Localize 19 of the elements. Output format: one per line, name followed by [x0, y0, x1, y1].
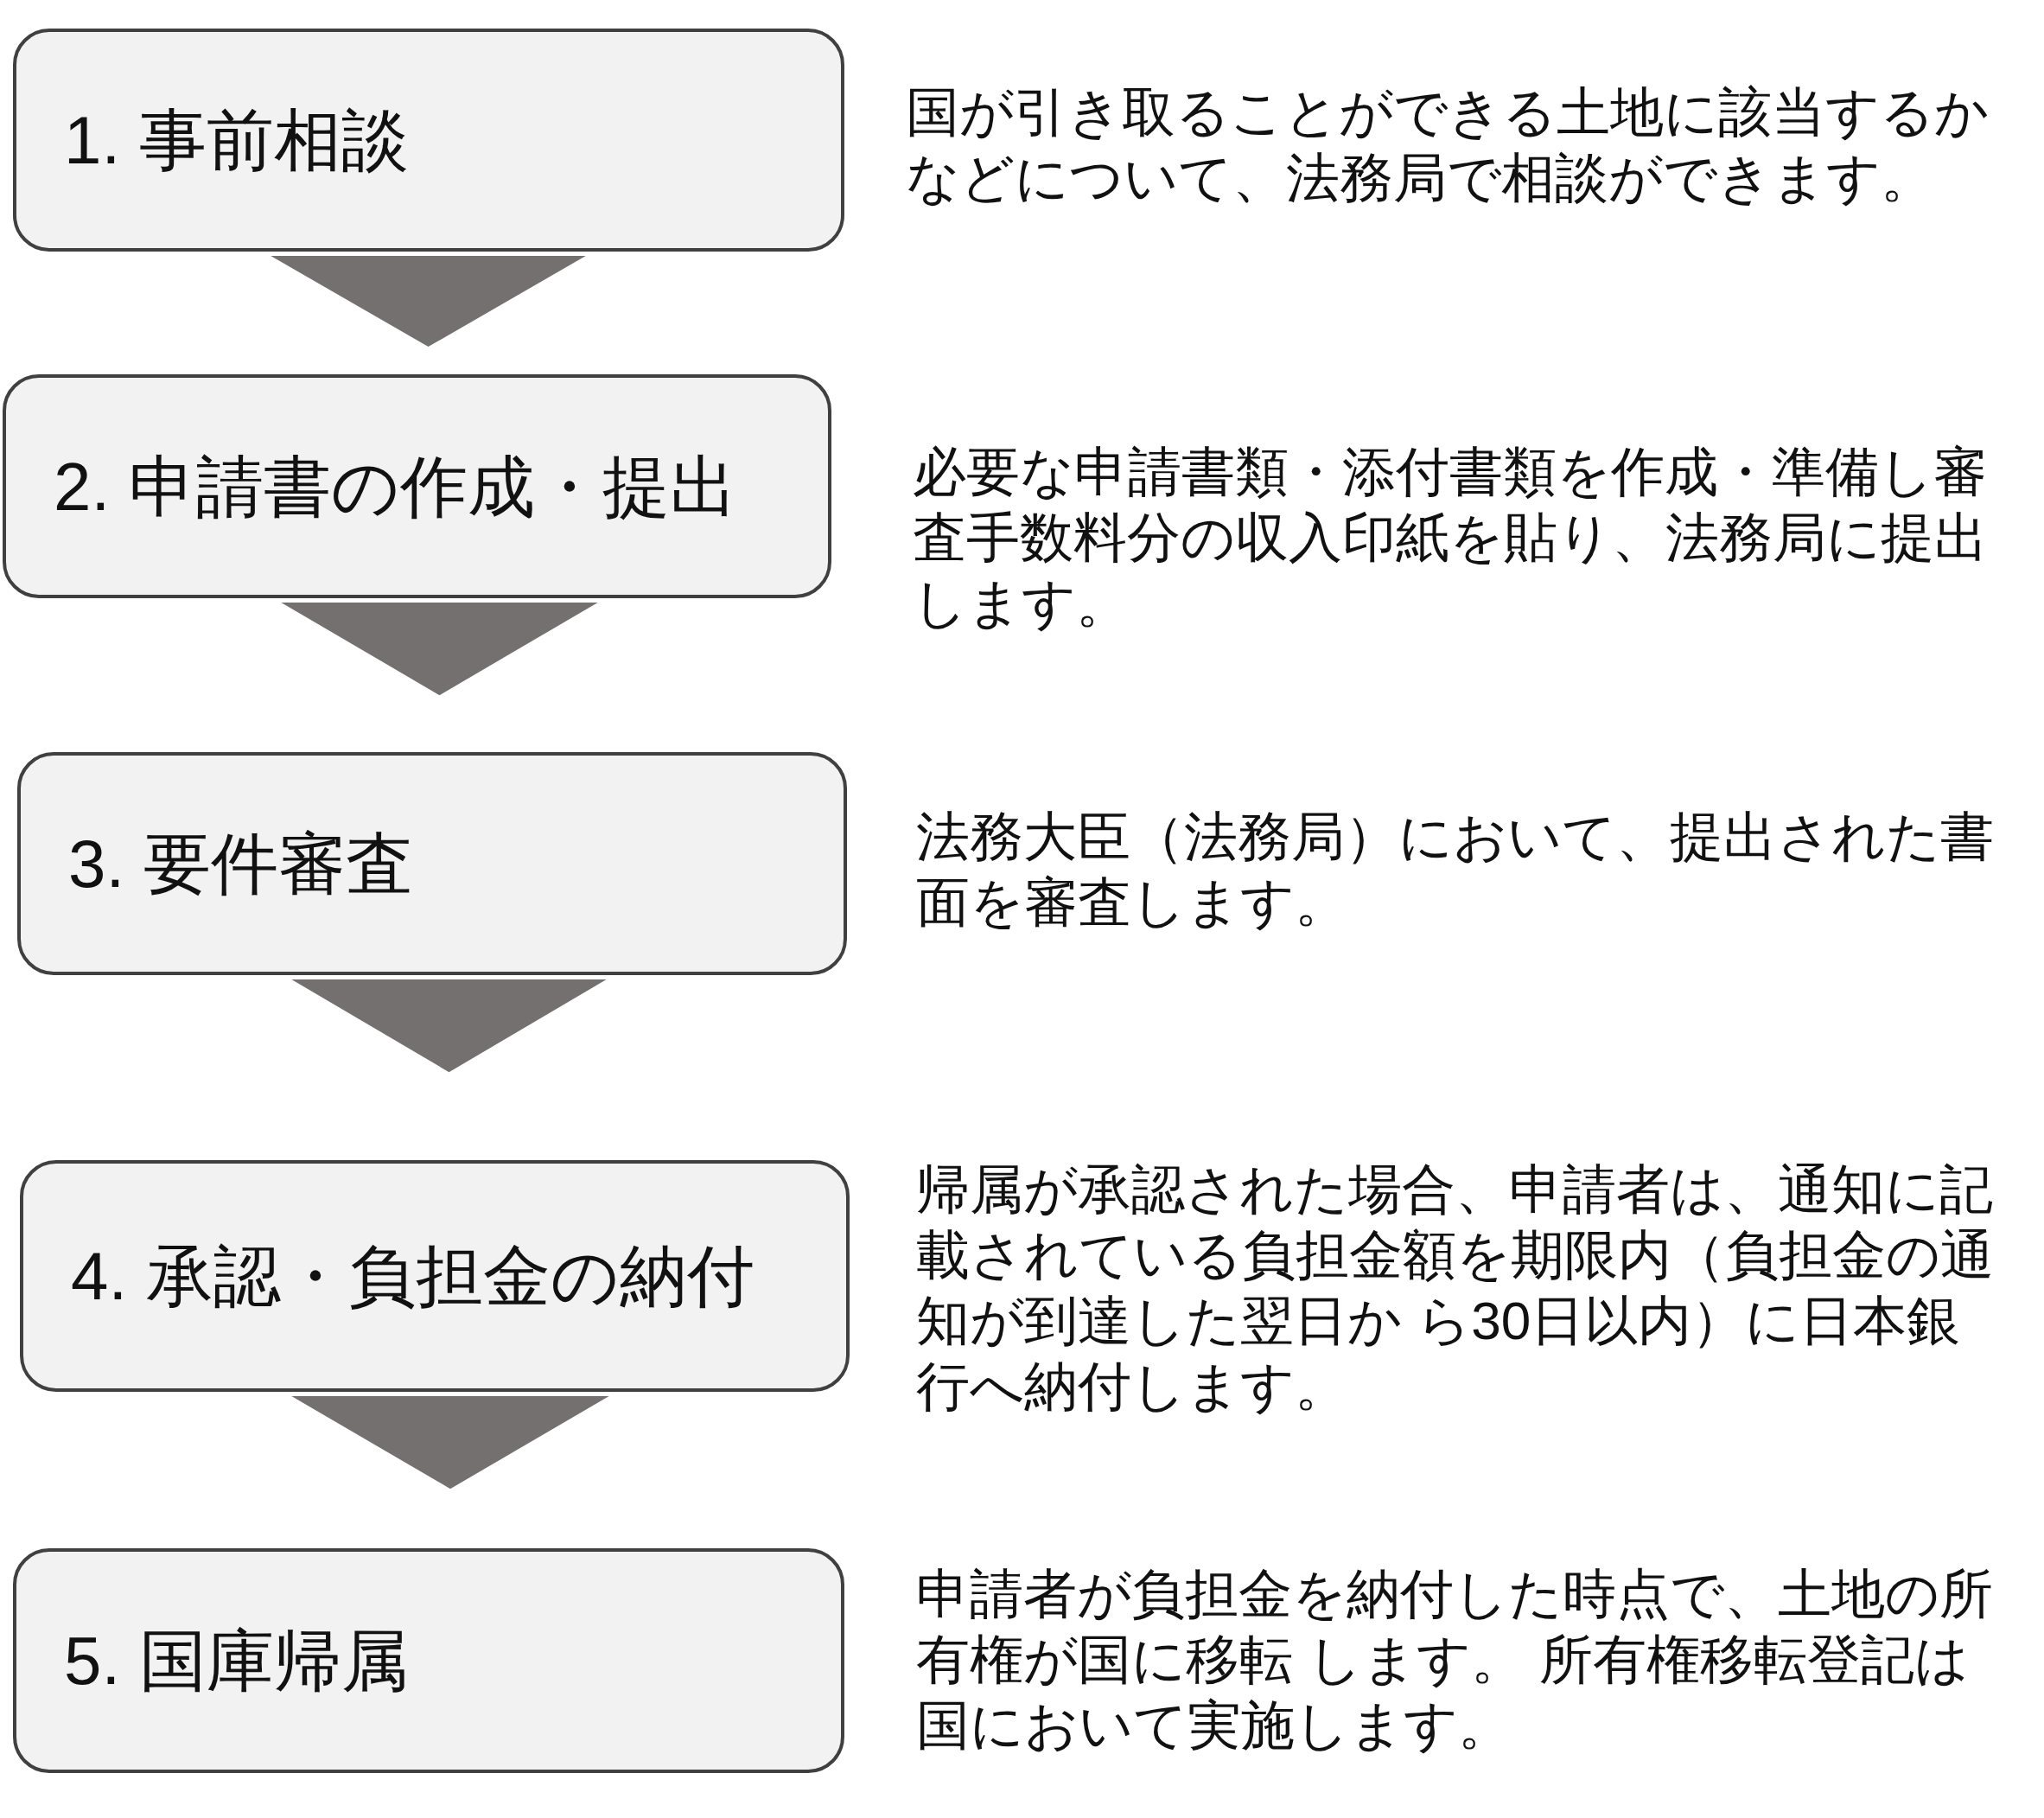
step-label: 3. 要件審査 — [68, 830, 413, 897]
arrow — [271, 256, 586, 348]
step-description: 国が引き取ることができる土地に該当するかなどについて、法務局で相談ができます。 — [906, 81, 1990, 209]
step-label: 5. 国庫帰属 — [64, 1627, 409, 1694]
step-description: 必要な申請書類・添付書類を作成・準備し審査手数料分の収入印紙を貼り、法務局に提出します。 — [913, 441, 1989, 635]
arrow — [291, 1396, 609, 1489]
process-box — [20, 1160, 850, 1392]
step-label: 1. 事前相談 — [64, 106, 409, 174]
step-description: 法務大臣（法務局）において、提出された書面を審査します。 — [916, 806, 1995, 934]
process-box — [3, 374, 831, 598]
process-box — [17, 752, 847, 975]
step-description: 帰属が承認された場合、申請者は、通知に記載されている負担金額を期限内（負担金の通知が到達した翌日か ら30日以内）に日本銀行へ納付します。 — [916, 1158, 1995, 1418]
arrow — [281, 603, 598, 696]
process-box — [13, 29, 844, 252]
step-label: 2. 申請書の作成・提出 — [54, 452, 737, 520]
arrow — [291, 979, 607, 1073]
process-box — [13, 1548, 844, 1773]
step-label: 4. 承認・負担金の納付 — [71, 1242, 755, 1310]
step-description: 申請者が負担金を納付した時点で、土地の所有権が国に移転 します。 所有権移転登記は国において実施します。 — [916, 1563, 1994, 1757]
